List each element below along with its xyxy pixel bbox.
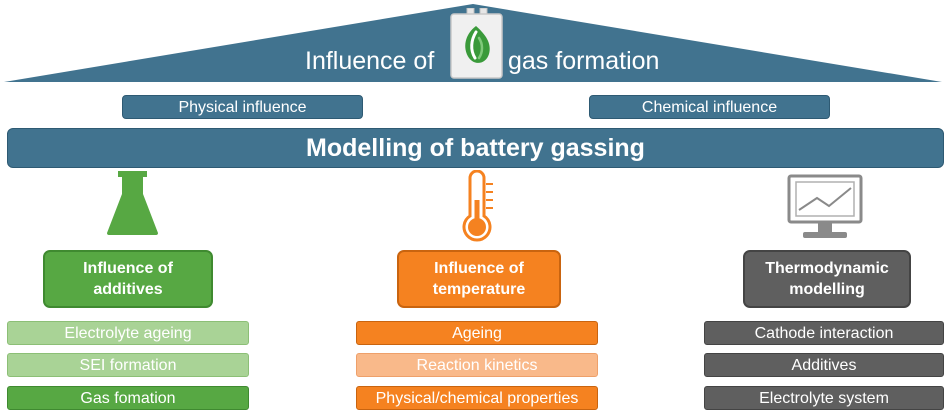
thermodynamic-box-line1: Thermodynamic [765,260,889,277]
list-item: Reaction kinetics [356,353,598,377]
additives-box-line1: Influence of [83,260,173,277]
additives-box: Influence of additives [43,250,213,308]
list-item: Gas fomation [7,386,249,410]
physical-influence-label: Physical influence [122,95,363,119]
chemical-influence-label: Chemical influence [589,95,830,119]
list-item: Electrolyte ageing [7,321,249,345]
list-item: Cathode interaction [704,321,944,345]
title-suffix: gas formation [508,47,660,75]
temperature-box: Influence of temperature [397,250,561,308]
thermodynamic-box-line2: modelling [789,281,865,298]
list-item: Electrolyte system [704,386,944,410]
thermodynamic-box: Thermodynamic modelling [743,250,911,308]
flask-icon [107,171,158,235]
additives-box-line2: additives [93,281,163,298]
temperature-box-line1: Influence of [434,260,524,277]
modelling-banner: Modelling of battery gassing [7,128,944,168]
thermometer-icon [462,170,493,242]
list-item: Ageing [356,321,598,345]
battery-leaf-icon [450,8,503,79]
title-prefix: Influence of [305,47,435,75]
list-item: Physical/chemical properties [356,386,598,410]
list-item: Additives [704,353,944,377]
monitor-chart-icon [787,174,863,238]
list-item: SEI formation [7,353,249,377]
temperature-box-line2: temperature [432,281,526,298]
